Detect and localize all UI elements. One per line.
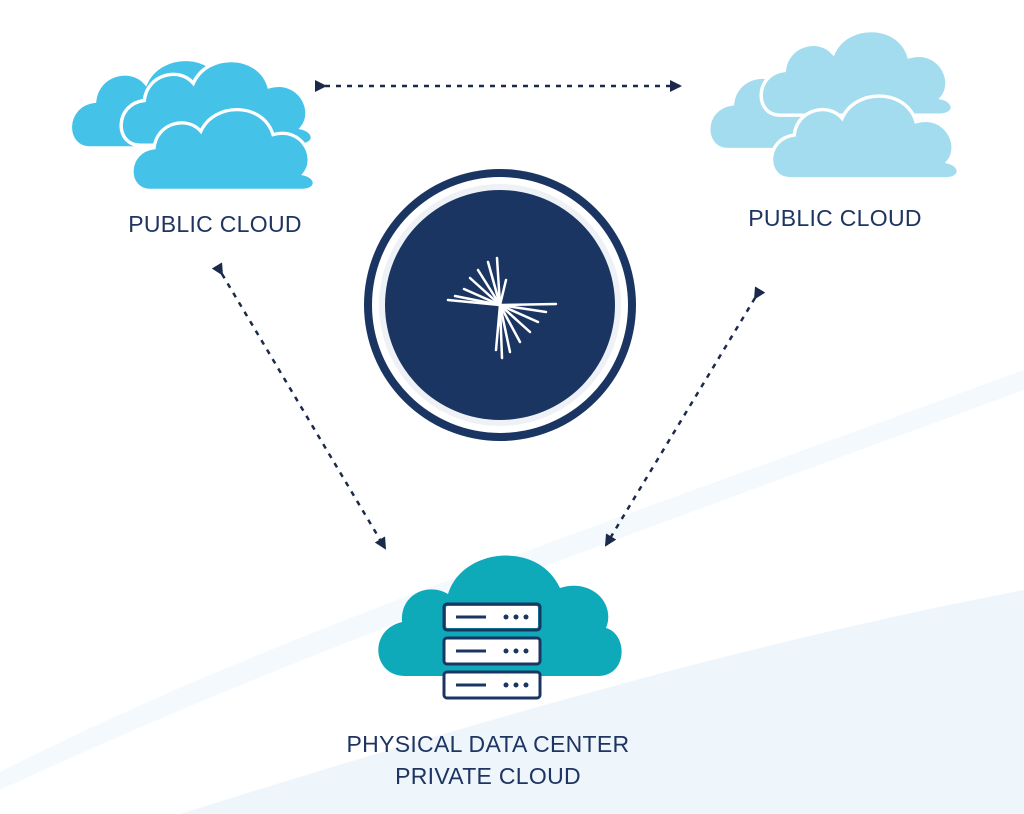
public-cloud-right-label: PUBLIC CLOUD bbox=[748, 205, 922, 231]
connector-public-right-to-private bbox=[604, 286, 766, 547]
background-wave-lower bbox=[180, 590, 1024, 814]
hub-node bbox=[364, 169, 636, 441]
public-cloud-left-icon bbox=[68, 57, 316, 193]
connector-public-left-to-private bbox=[211, 262, 387, 550]
public-cloud-left-label: PUBLIC CLOUD bbox=[128, 211, 302, 237]
public-cloud-right-icon bbox=[706, 28, 961, 181]
starburst-logo-icon bbox=[446, 256, 558, 360]
server-unit bbox=[442, 670, 542, 700]
server-unit bbox=[442, 602, 542, 632]
private-cloud-label-line1: PHYSICAL DATA CENTER bbox=[347, 731, 630, 757]
server-stack-icon bbox=[442, 602, 542, 700]
background-wave bbox=[0, 370, 1024, 790]
private-cloud-label-line2: PRIVATE CLOUD bbox=[395, 763, 581, 789]
server-unit bbox=[442, 636, 542, 666]
